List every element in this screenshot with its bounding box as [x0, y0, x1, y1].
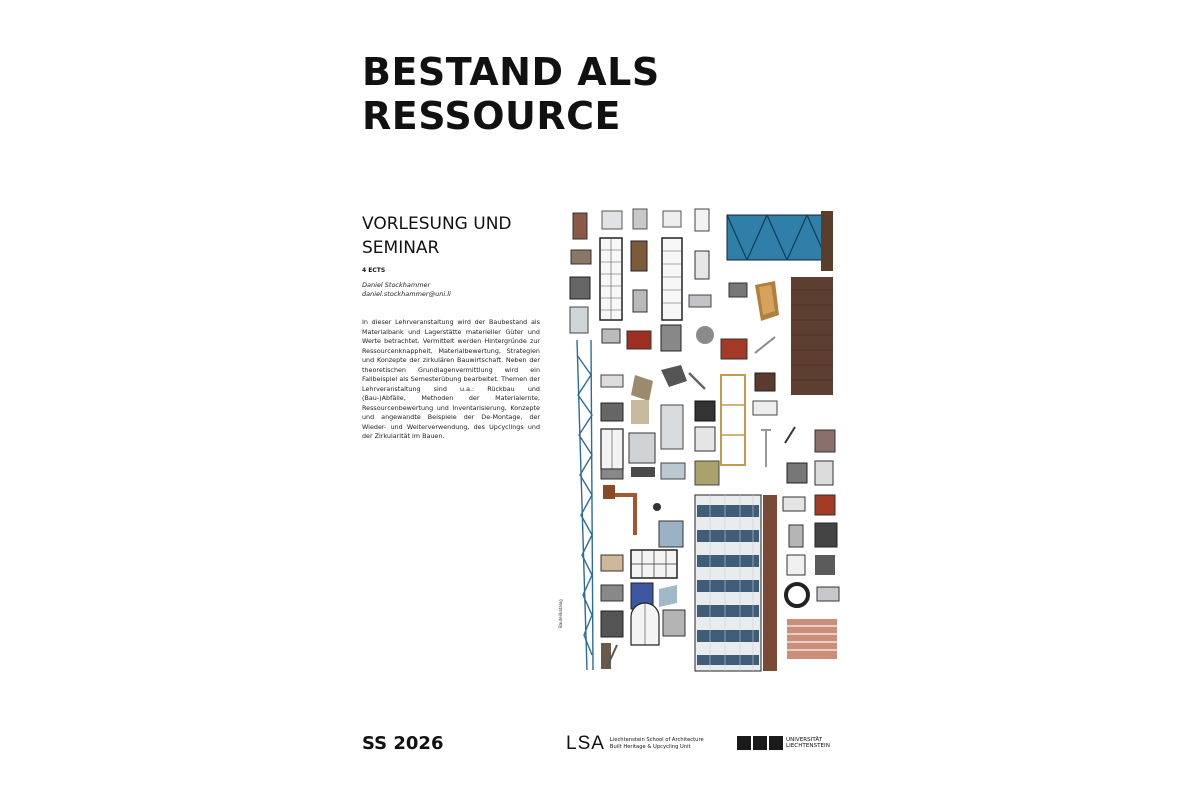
course-type: VORLESUNG UND SEMINAR [362, 212, 512, 260]
university-name-line-2: LIECHTENSTEIN [786, 743, 830, 749]
lecturer-info: Daniel Stockhammer daniel.stockhammer@un… [362, 281, 451, 299]
lsa-wordmark: LSA [566, 733, 605, 754]
lsa-logo: LSA Liechtenstein School of Architecture… [566, 733, 704, 755]
university-logo: UNIVERSITÄT LIECHTENSTEIN [737, 736, 830, 750]
lsa-unit-text: Liechtenstein School of Architecture Bui… [610, 737, 704, 751]
course-description: In dieser Lehrveranstaltung wird der Bau… [362, 318, 540, 440]
university-logo-icon [737, 736, 783, 750]
lecturer-email[interactable]: daniel.stockhammer@uni.li [362, 290, 451, 298]
lecturer-name: Daniel Stockhammer [362, 281, 431, 289]
building-components-collage [569, 208, 840, 672]
university-name-line-1: UNIVERSITÄT [786, 736, 823, 743]
title-line-2: RESSOURCE [362, 94, 622, 138]
poster-title: BESTAND ALS RESSOURCE [362, 50, 660, 138]
title-line-1: BESTAND ALS [362, 50, 660, 94]
semester-label: SS 2026 [362, 733, 444, 754]
university-name: UNIVERSITÄT LIECHTENSTEIN [786, 737, 830, 750]
lsa-school-name: Liechtenstein School of Architecture [609, 737, 704, 743]
lsa-unit-name: Built Heritage & Upcycling Unit [609, 744, 691, 750]
image-credit: Bauteilkatalog [558, 599, 563, 628]
course-type-line-1: VORLESUNG UND [362, 214, 512, 234]
ects-credits: 4 ECTS [362, 267, 386, 274]
course-type-line-2: SEMINAR [362, 238, 440, 258]
